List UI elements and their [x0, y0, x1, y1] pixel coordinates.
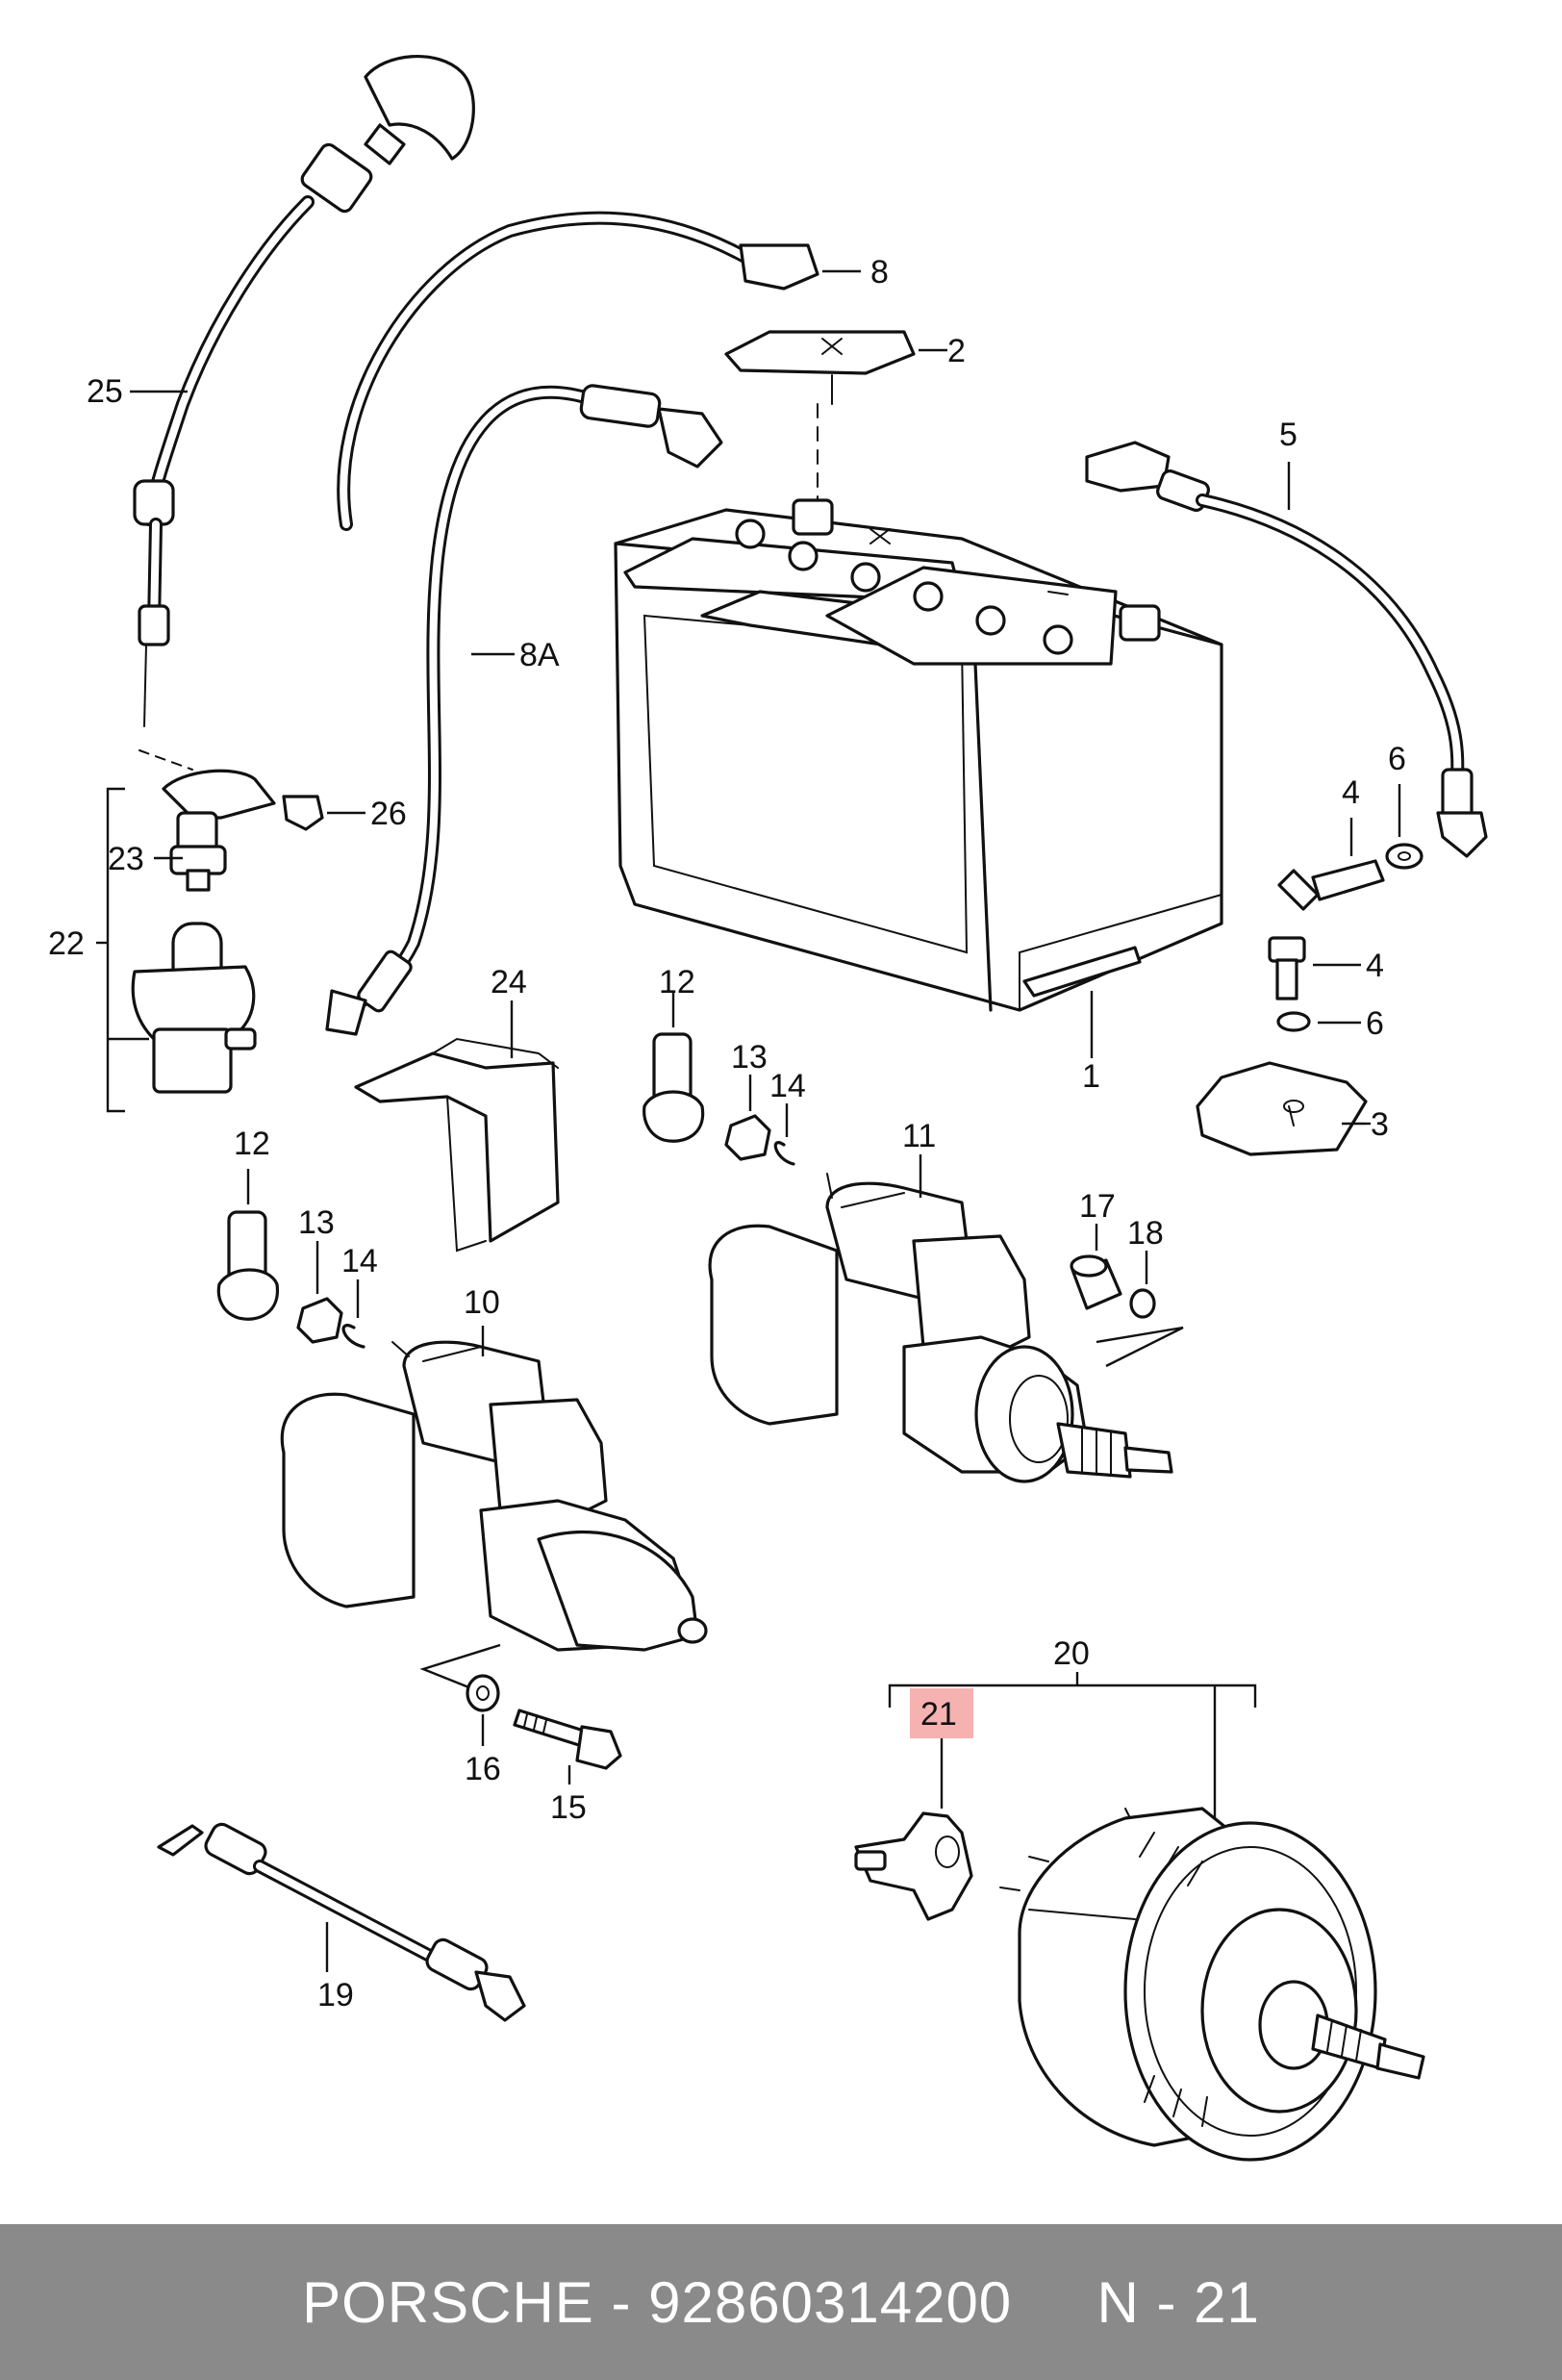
callout-4b: 4 — [1366, 948, 1384, 984]
callout-19: 19 — [317, 1977, 354, 2013]
callout-16: 16 — [465, 1751, 501, 1787]
cable-lug-part-12-upper — [642, 1032, 705, 1143]
callout-1: 1 — [1082, 1058, 1100, 1095]
ground-cable-part-5 — [1085, 441, 1488, 858]
terminal-cover-part-2 — [724, 330, 916, 405]
callout-14a: 14 — [769, 1068, 806, 1104]
starter-motor-part-11 — [708, 1173, 1173, 1483]
callout-6a: 6 — [1388, 741, 1406, 777]
callout-8a: 8A — [519, 637, 560, 673]
parts-diagram: 25 26 23 22 8 8A — [48, 55, 1488, 2162]
battery-cable-part-8a — [325, 384, 723, 1036]
nut-part-13-upper — [724, 1114, 771, 1161]
callout-12a: 12 — [659, 964, 695, 1000]
washer-part-6-upper — [1385, 843, 1423, 870]
callout-26: 26 — [370, 796, 407, 832]
battery-cable-part-8 — [337, 211, 819, 531]
callout-21: 21 — [920, 1696, 957, 1733]
callout-17: 17 — [1079, 1188, 1116, 1225]
callout-4a: 4 — [1342, 774, 1360, 811]
callout-10: 10 — [464, 1284, 500, 1321]
callout-25: 25 — [87, 373, 123, 410]
heat-shield-part-24 — [354, 1037, 560, 1253]
callout-5: 5 — [1279, 417, 1297, 453]
cable-lug-part-12-lower — [216, 1210, 279, 1321]
callout-20: 20 — [1053, 1635, 1090, 1672]
alternator-part-20 — [999, 1807, 1425, 2162]
ignition-switch-part-22 — [131, 922, 257, 1094]
callout-18: 18 — [1127, 1215, 1164, 1252]
footer-part-number: PORSCHE - 92860314200 N - 21 — [302, 2269, 1260, 2335]
callout-3: 3 — [1371, 1106, 1389, 1143]
bolt-part-15 — [513, 1709, 622, 1770]
callout-15: 15 — [550, 1789, 587, 1826]
washer-part-16 — [466, 1674, 500, 1712]
callout-6b: 6 — [1366, 1005, 1384, 1042]
washer-part-6-lower — [1276, 1011, 1311, 1032]
clip-part-26 — [282, 795, 324, 831]
highlight-part-21 — [910, 1688, 973, 1738]
clip-part-14-upper — [773, 1141, 795, 1166]
ground-strap-part-19 — [157, 1822, 526, 2022]
nut-part-13-lower — [296, 1297, 343, 1344]
cable-handle-part-25 — [133, 55, 475, 727]
callout-23: 23 — [108, 841, 144, 877]
callout-13b: 13 — [298, 1204, 335, 1241]
clip-part-14-lower — [341, 1324, 365, 1349]
washer-part-18 — [1129, 1288, 1156, 1319]
callout-13a: 13 — [731, 1039, 768, 1076]
hold-down-clamp-part-3 — [1196, 1061, 1368, 1156]
callout-14b: 14 — [341, 1243, 378, 1279]
voltage-regulator-part-21 — [854, 1811, 973, 1921]
callout-12b: 12 — [234, 1126, 270, 1162]
ignition-lock-part-23 — [162, 769, 276, 892]
callout-11: 11 — [902, 1118, 936, 1154]
battery-part-1 — [614, 498, 1223, 1012]
bolt-part-4-upper — [1277, 859, 1385, 911]
footer-bar: PORSCHE - 92860314200 N - 21 — [0, 2224, 1562, 2380]
bushing-part-17 — [1070, 1254, 1122, 1310]
callout-22: 22 — [48, 925, 85, 962]
callout-8: 8 — [870, 254, 889, 291]
callout-2: 2 — [947, 333, 966, 369]
bolt-part-4-lower — [1268, 936, 1306, 1000]
starter-motor-part-10 — [280, 1340, 708, 1652]
callout-24: 24 — [491, 964, 527, 1000]
